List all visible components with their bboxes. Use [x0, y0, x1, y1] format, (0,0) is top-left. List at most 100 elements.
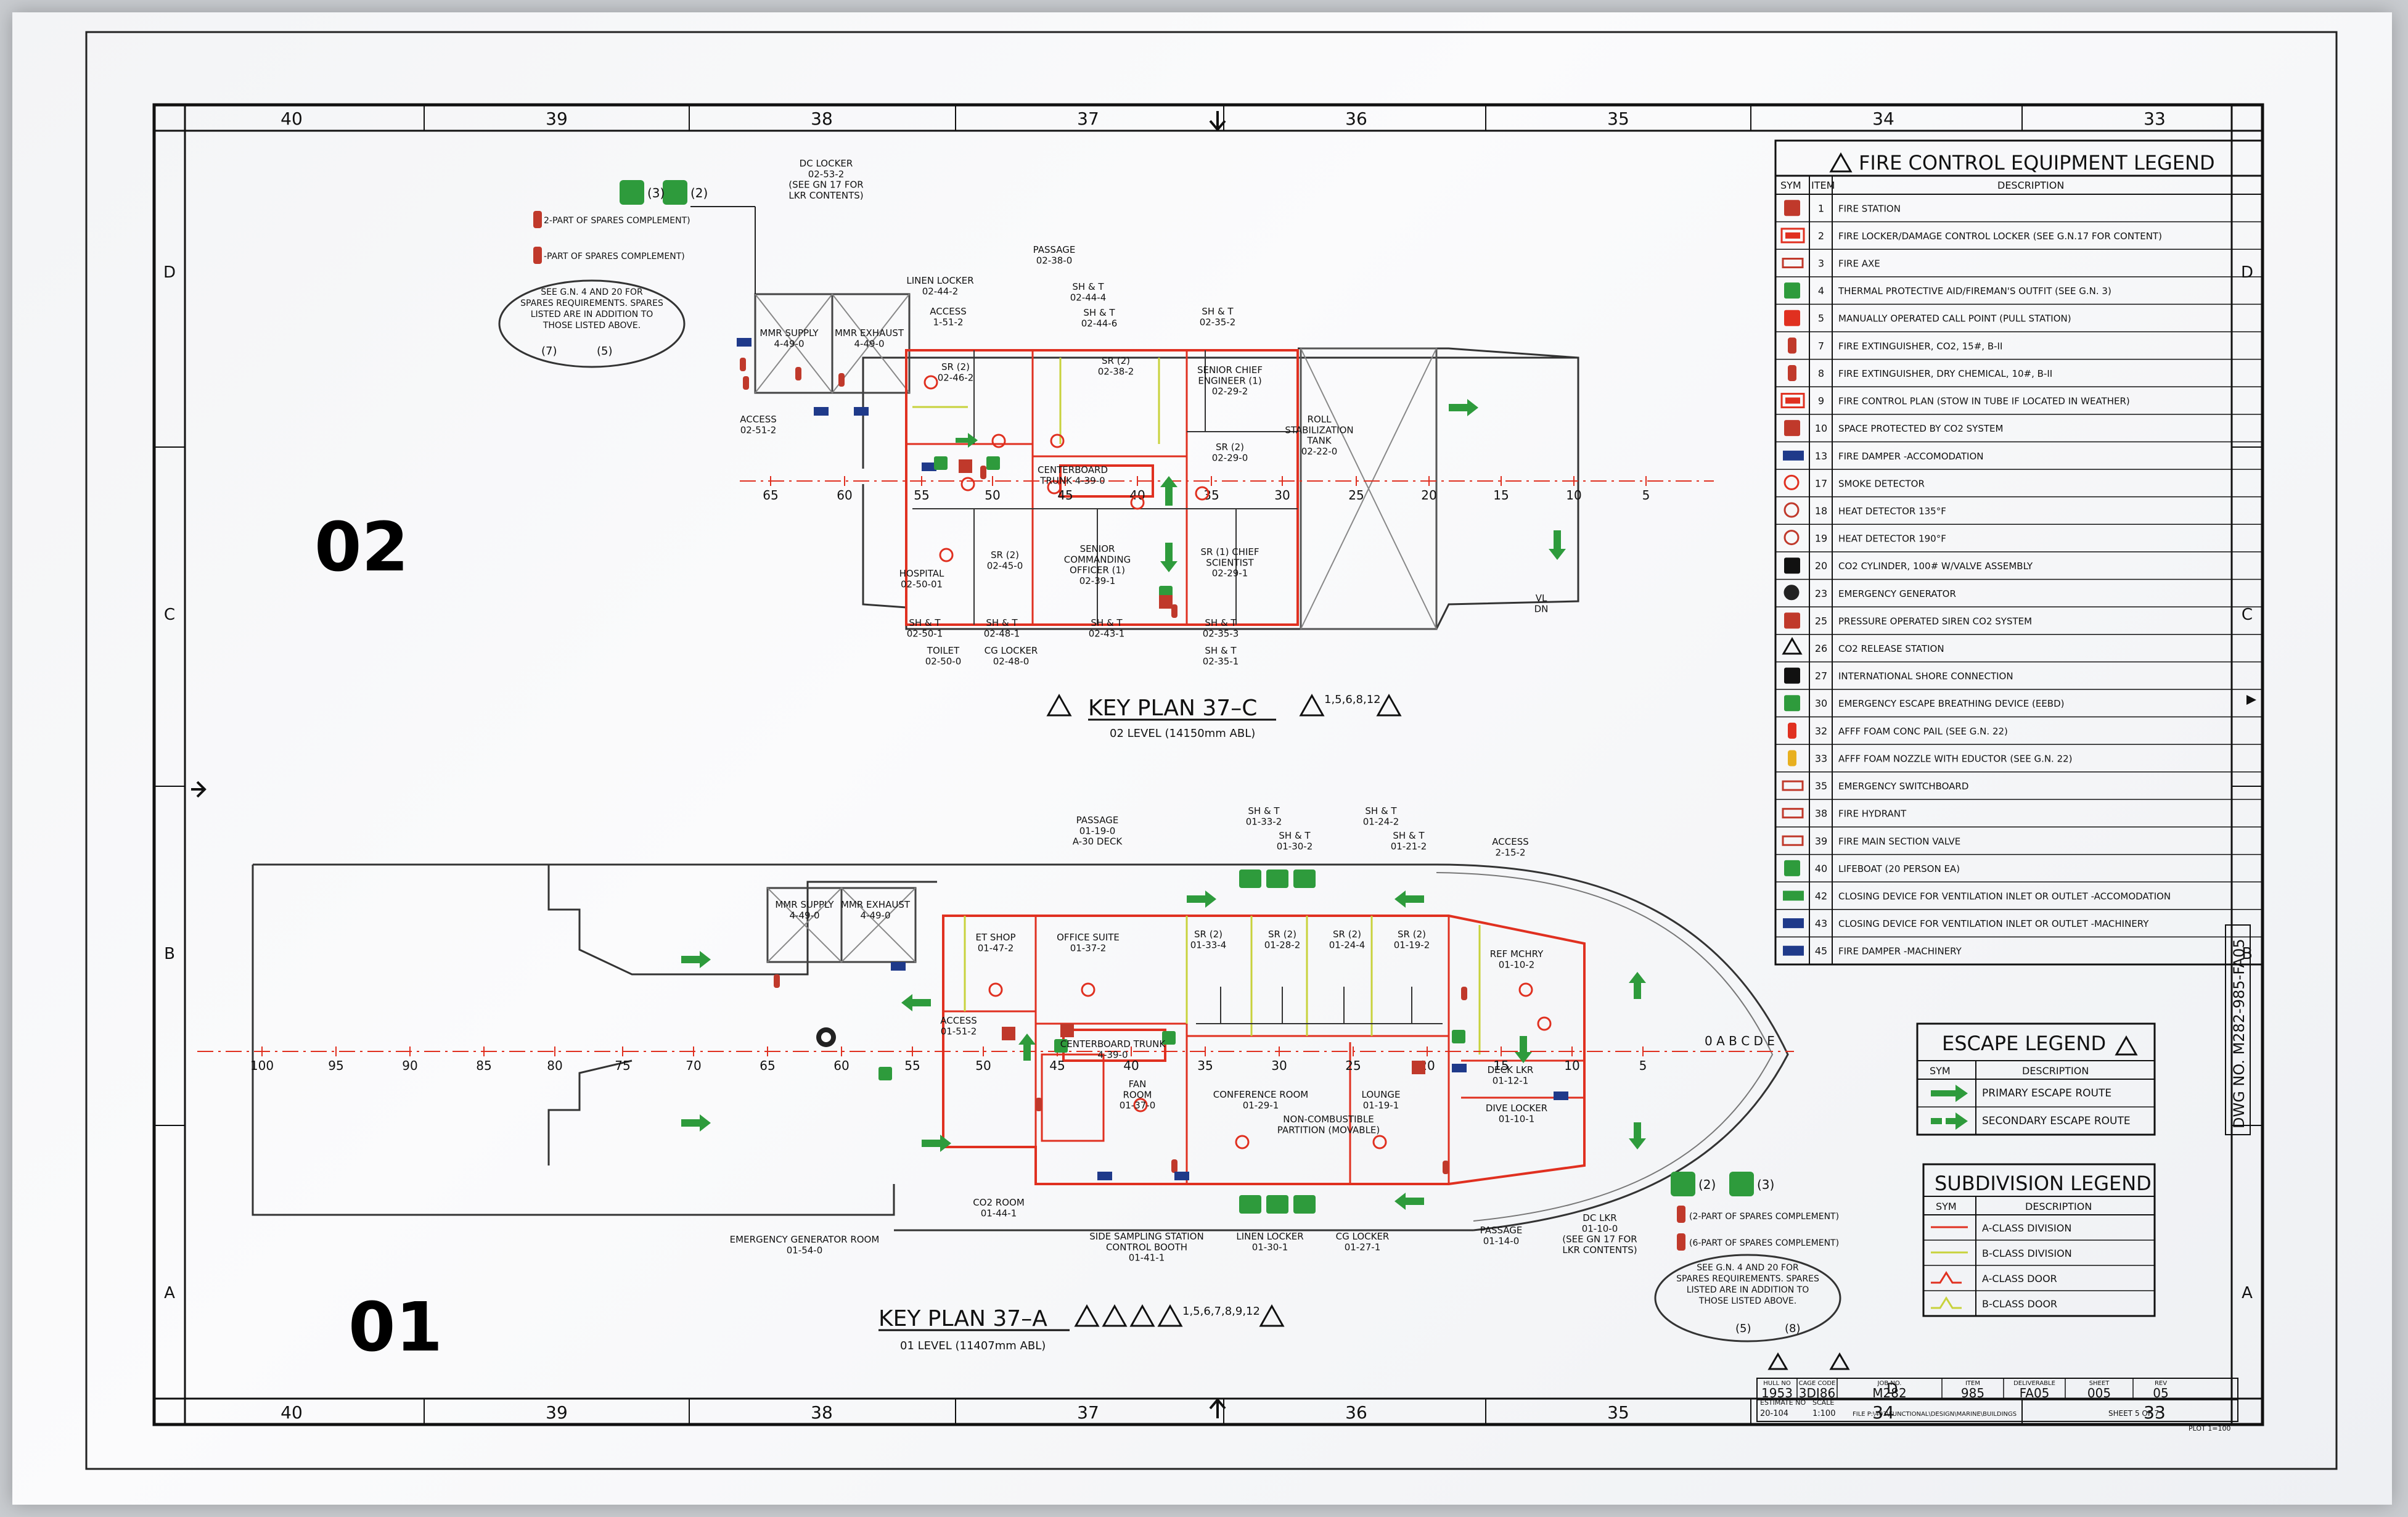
fire-legend-item: 5 [1818, 313, 1824, 324]
fire-damper-icon [814, 407, 829, 416]
fire-legend-item: 13 [1815, 450, 1827, 462]
title-block-header: HULL NO [1763, 1380, 1791, 1387]
frame-number: 90 [402, 1058, 417, 1073]
switchboard-icon [1782, 780, 1804, 791]
fire-legend-desc: HEAT DETECTOR 135°F [1838, 506, 1946, 517]
fire-legend-item: 2 [1818, 230, 1824, 242]
spares-note-01: (2) (3) (2-PART OF SPARES COMPLEMENT) (6… [1654, 1172, 1841, 1342]
fire-plan-icon [1780, 393, 1805, 409]
svg-text:(2): (2) [1698, 1177, 1716, 1192]
subdivision-legend-row: A-CLASS DOOR [1923, 1265, 2155, 1285]
b-class-door-icon [1931, 1296, 1962, 1309]
smoke-detector-icon [939, 548, 954, 562]
fire-damper-icon [1783, 450, 1804, 461]
fire-legend-desc: CLOSING DEVICE FOR VENTILATION INLET OR … [1838, 890, 2171, 902]
smoke-detector-icon [1047, 480, 1062, 495]
fire-legend-item: 19 [1815, 533, 1827, 545]
frame-number: 55 [904, 1058, 920, 1073]
heat-detector-190-icon [1783, 530, 1800, 546]
estimate-value: 20-104 [1760, 1409, 1788, 1418]
frame-number: 75 [615, 1058, 630, 1073]
smoke-detector-icon [960, 477, 975, 491]
primary-escape-arrow-icon [1931, 1085, 1968, 1102]
plot-scale: PLOT 1=100 [2189, 1424, 2230, 1433]
room-callout: SR (2)02-38-2 [1098, 355, 1134, 377]
subdivision-legend-desc: A-CLASS DIVISION [1982, 1222, 2071, 1234]
fire-legend-desc: EMERGENCY ESCAPE BREATHING DEVICE (EEBD) [1838, 698, 2065, 709]
svg-text:-PART OF SPARES COMPLEMENT): -PART OF SPARES COMPLEMENT) [544, 252, 685, 261]
fire-legend-item: 40 [1815, 863, 1827, 874]
title-block-value: 1953 [1761, 1386, 1793, 1400]
frame-number: 5 [1642, 488, 1650, 503]
fire-legend-item: 17 [1815, 477, 1827, 489]
title-block-value: 3DJ86 [1799, 1386, 1835, 1400]
fire-legend-desc: CO2 RELEASE STATION [1838, 643, 1944, 654]
svg-text:2-PART OF SPARES COMPLEMENT): 2-PART OF SPARES COMPLEMENT) [544, 216, 690, 226]
frame-number: 15 [1493, 1058, 1509, 1073]
svg-text:(3): (3) [1757, 1177, 1774, 1192]
border-col-label: 36 [1345, 109, 1367, 129]
eebd-icon [1452, 1030, 1465, 1043]
fire-legend-desc: FIRE STATION [1838, 203, 1901, 214]
extinguisher-icon [795, 367, 801, 380]
col-desc: DESCRIPTION [2022, 1065, 2089, 1077]
scale-value: 1:100 [1812, 1409, 1835, 1418]
fire-legend-desc: AFFF FOAM CONC PAIL (SEE G.N. 22) [1838, 726, 2008, 737]
eebd-icon [1784, 695, 1800, 712]
fire-legend-desc: EMERGENCY GENERATOR [1838, 588, 1956, 599]
frame-number: 20 [1421, 488, 1436, 503]
frame-number: 25 [1348, 488, 1364, 503]
smoke-detector-icon [1050, 434, 1065, 448]
fire-legend-item: 32 [1815, 725, 1827, 737]
fire-legend-item: 42 [1815, 890, 1827, 902]
extinguisher-icon [1171, 1159, 1177, 1173]
a-class-door-icon [1931, 1271, 1962, 1284]
border-col-label: 40 [281, 1402, 303, 1423]
fire-legend-item: 10 [1815, 422, 1827, 434]
room-callout: SR (2)01-33-4 [1190, 929, 1227, 950]
pull-station-icon [1784, 310, 1800, 326]
frame-number: 100 [250, 1058, 274, 1073]
border-row-label: D [163, 263, 176, 282]
fire-legend-desc: INTERNATIONAL SHORE CONNECTION [1838, 671, 2013, 682]
border-col-label: 37 [1077, 109, 1099, 129]
svg-text:(7): (7) [541, 345, 557, 358]
fire-legend-desc: AFFF FOAM NOZZLE WITH EDUCTOR (SEE G.N. … [1838, 753, 2073, 764]
border-row-label: A [2242, 1284, 2253, 1302]
estimate-label: ESTIMATE NO [1760, 1399, 1806, 1407]
border-col-label: 33 [2144, 1402, 2166, 1423]
col-desc: DESCRIPTION [1997, 179, 2064, 191]
room-callout: SR (2)01-28-2 [1264, 929, 1301, 950]
frame-number: 65 [760, 1058, 775, 1073]
plan01-revs: 1,5,6,7,8,9,12 [1182, 1305, 1260, 1318]
title-block-header: SHEET [2089, 1380, 2110, 1387]
svg-text:(5): (5) [597, 345, 613, 358]
co2-space-icon [1784, 420, 1800, 437]
sheet-size: D [1886, 1380, 1898, 1397]
